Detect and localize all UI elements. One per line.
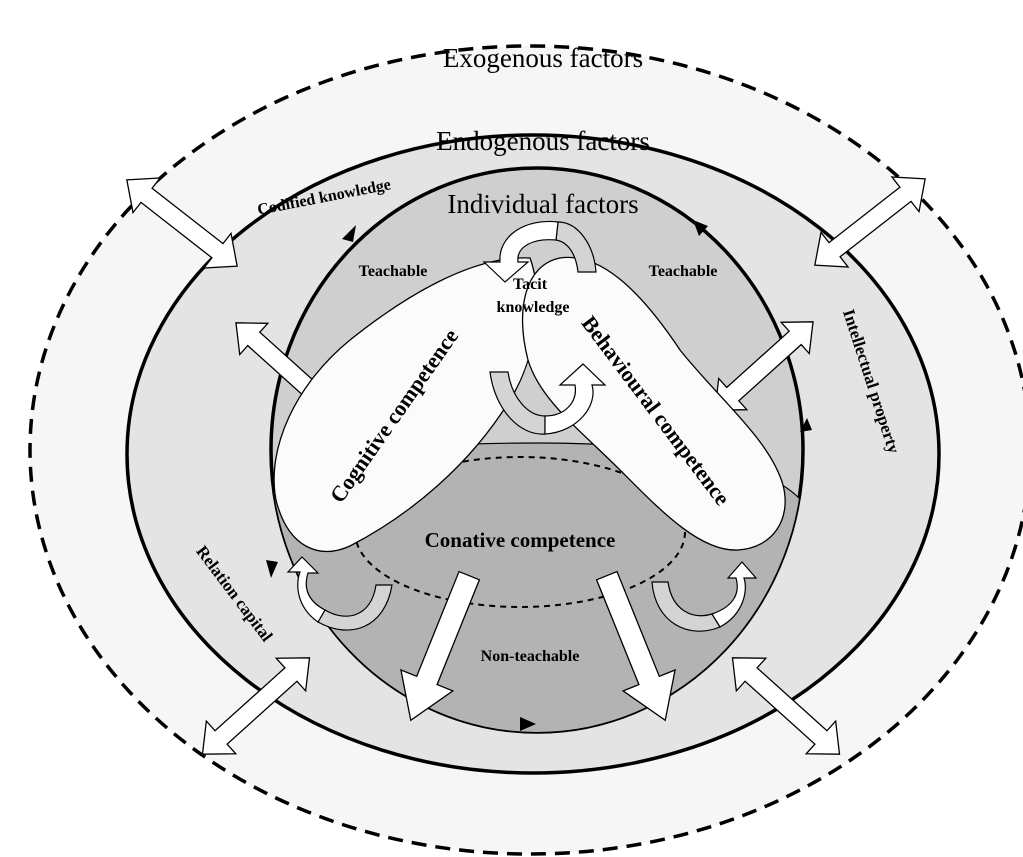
loop-arrow-icon	[317, 584, 393, 631]
flow-arrowhead-icon	[520, 717, 536, 731]
individual-factors-label: Individual factors	[447, 189, 638, 219]
behavioural-competence-lobe	[521, 256, 786, 551]
endogenous-factors-label: Endogenous factors	[436, 126, 650, 156]
exogenous-factors-label: Exogenous factors	[443, 43, 643, 73]
double-arrow-icon	[714, 321, 814, 411]
loop-arrow-icon	[286, 556, 326, 623]
teachable-left-label: Teachable	[359, 263, 428, 280]
tacit-loop-arrow-icon	[544, 363, 607, 435]
tacit-loop-arrow-icon	[482, 220, 559, 283]
flow-arrowhead-icon	[693, 220, 708, 236]
down-arrow-icon	[595, 570, 676, 722]
down-arrow-icon	[400, 570, 481, 722]
double-arrow-icon	[126, 177, 238, 269]
non-teachable-label: Non-teachable	[481, 648, 580, 665]
tacit-knowledge-label-line2: knowledge	[497, 299, 570, 316]
tacit-knowledge-label-line1: Tacit	[513, 276, 548, 293]
double-arrow-icon	[731, 657, 841, 755]
double-arrow-icon	[814, 176, 926, 268]
flow-arrowhead-icon	[800, 418, 812, 432]
loop-arrow-icon	[651, 581, 721, 632]
flow-arrowhead-icon	[266, 560, 278, 578]
loop-arrow-icon	[711, 561, 758, 628]
double-arrow-icon	[201, 657, 311, 755]
flow-arrowhead-icon	[342, 225, 356, 242]
cognitive-competence-lobe	[273, 257, 538, 553]
tacit-loop-arrow-icon	[555, 221, 597, 273]
conative-competence-label: Conative competence	[425, 528, 616, 552]
teachable-right-label: Teachable	[649, 263, 718, 280]
